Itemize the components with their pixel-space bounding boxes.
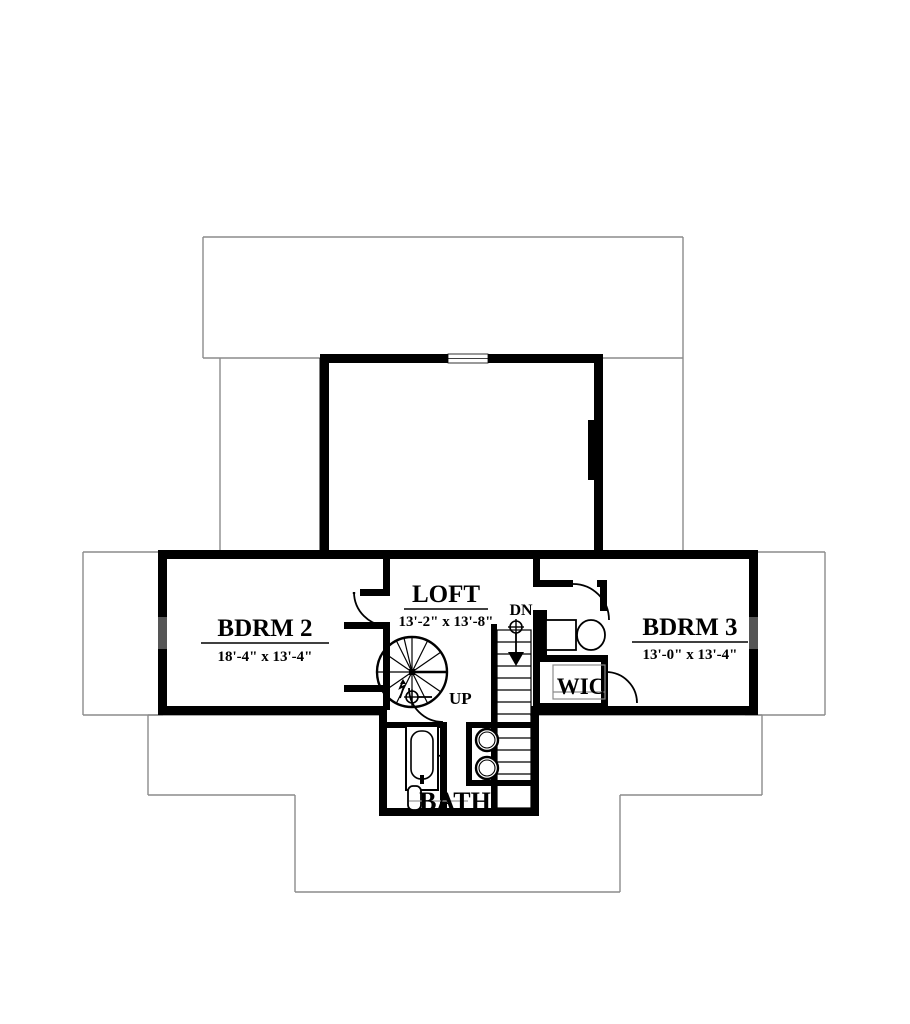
wall-loft-bdrm2-lower [383,622,390,710]
wall-wic-bottom [540,703,608,710]
wall-main-bottom-right [537,706,758,715]
wall-bath-bottom [379,808,539,816]
swing-door-bdrm3-icon [572,583,610,621]
wall-bath-vanity-left [466,722,472,784]
wall-bdrm3-jamb-stub [597,580,607,587]
wall-stair-left-lower [491,706,497,808]
wall-stair-bdrm3-divider [533,610,540,710]
up-marker [404,689,432,705]
room-dims-bdrm3: 13'-0" x 13'-4" [643,647,738,663]
wall-stair-right [531,706,539,816]
room-dims-loft: 13'-2" x 13'-8" [399,614,494,630]
window-right-wall-icon [749,617,758,649]
wall-bath-partition-vert [440,722,447,808]
wall-loft-bdrm3-upper [533,559,540,587]
bath-fixtures [405,725,500,811]
wic-fixtures [545,619,606,700]
wall-upper-top-left [320,354,448,363]
swing-door-wic-icon [605,671,638,704]
closet-shelf-icon [552,664,606,700]
room-dims-bdrm2: 18'-4" x 13'-4" [218,649,313,665]
window-left-wall-icon [158,617,167,649]
toilet-icon [407,785,422,811]
room-labels: BDRM 2 18'-4" x 13'-4" LOFT 13'-2" x 13'… [201,581,748,816]
marker-label-dn: DN [509,602,533,619]
linen-shelf-icon [545,619,577,651]
wall-stair-left-upper [491,624,497,710]
swing-door-bdrm2-icon [352,591,389,627]
wall-bdrm3-jamb-vert [600,587,607,611]
dn-marker [508,619,524,666]
wall-upper-right-column [588,420,603,480]
room-label-bdrm3: BDRM 3 [642,614,737,641]
room-label-wic: WIC [557,674,606,699]
wall-loft-bdrm2-jamb-mid [344,622,390,629]
room-label-loft: LOFT [412,581,480,608]
wall-upper-left [320,354,329,552]
wall-main-bottom-left [158,706,383,715]
windows [158,353,758,649]
wall-loft-bdrm3-jamb-top [533,580,573,587]
wall-bath-left [379,706,387,816]
wall-bath-vanity-bottom [466,780,531,786]
spiral-staircase-icon [375,635,449,709]
vanity-icon [474,727,500,781]
window-top-wall-icon [447,353,489,364]
spiral-treads [377,637,447,707]
straight-staircase-icon [496,629,532,809]
bathtub-icon [405,725,439,791]
room-label-bath: BATH [419,787,491,816]
marker-label-up: UP [449,689,472,708]
marker-labels: DN UP [449,602,533,708]
wall-bdrm2-closet-return [344,685,390,692]
wall-upper-top-right [488,354,603,363]
wall-loft-bdrm2-jamb-top [360,589,390,596]
wall-wic-top [540,655,608,662]
stair-risers [497,641,531,775]
wall-loft-bdrm2-upper [383,559,390,593]
room-label-bdrm2: BDRM 2 [217,615,312,642]
wall-wic-left [540,610,547,660]
wall-main-top [158,550,758,559]
wall-bath-vanity-top [466,722,531,728]
round-sink-icon [576,619,606,651]
